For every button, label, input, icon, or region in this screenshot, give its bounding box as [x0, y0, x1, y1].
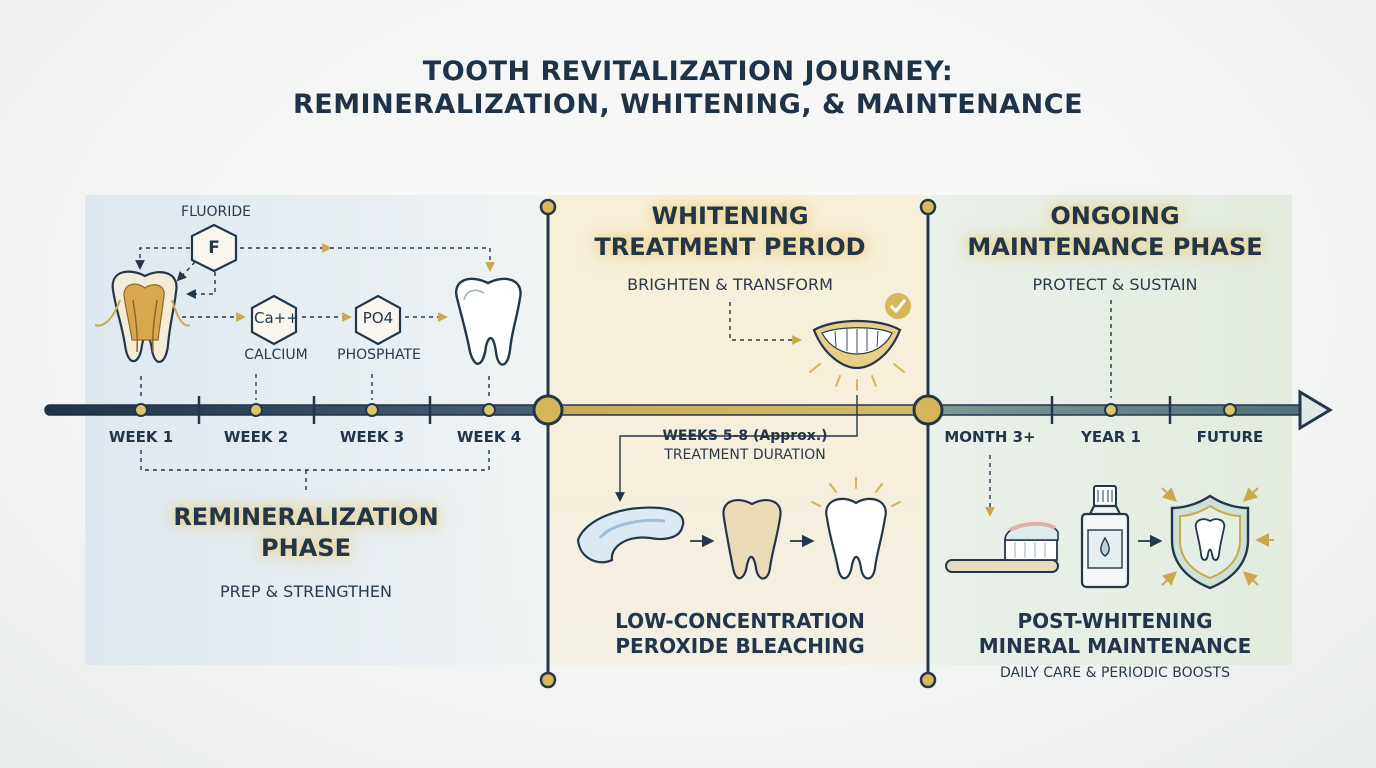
phosphate-hexagon — [354, 294, 402, 346]
divider-left — [539, 198, 557, 689]
remineralization-graphics — [94, 223, 522, 492]
mouthwash-bottle-icon — [1080, 485, 1130, 589]
phase-node-whitening — [532, 394, 564, 426]
whitening-title-line2: TREATMENT PERIOD — [594, 233, 866, 261]
maintenance-subtitle: PROTECT & SUSTAIN — [1032, 275, 1198, 294]
page-title-line1: TOOTH REVITALIZATION JOURNEY: — [422, 56, 954, 87]
whitening-bottom-line1: LOW-CONCENTRATION — [615, 609, 865, 633]
timeline-label-week3: WEEK 3 — [339, 428, 405, 446]
calcium-hexagon — [250, 294, 298, 346]
whitening-duration-sub: TREATMENT DURATION — [664, 447, 826, 463]
tick-dot-week2 — [249, 403, 263, 417]
damaged-tooth-icon — [94, 270, 191, 363]
tick-dot-week4 — [482, 403, 496, 417]
timeline-label-week4: WEEK 4 — [456, 428, 522, 446]
maintenance-bottom-sub: DAILY CARE & PERIODIC BOOSTS — [1000, 665, 1230, 681]
page-title-line2: REMINERALIZATION, WHITENING, & MAINTENAN… — [292, 89, 1084, 120]
calcium-label: CALCIUM — [244, 347, 308, 363]
aligner-tray-icon — [576, 506, 685, 564]
whitening-graphics — [576, 293, 911, 580]
timeline-label-week2: WEEK 2 — [223, 428, 289, 446]
check-icon — [889, 299, 907, 314]
timeline-label-future: FUTURE — [1196, 428, 1264, 446]
remineralization-title-line2: PHASE — [261, 534, 351, 562]
remineralization-subtitle: PREP & STRENGTHEN — [219, 582, 392, 601]
maintenance-title-line2: MAINTENANCE PHASE — [967, 233, 1263, 261]
smile-icon — [809, 293, 911, 391]
whitening-panel — [548, 195, 928, 665]
timeline-label-month3: MONTH 3+ — [944, 428, 1036, 446]
timeline-label-year1: YEAR 1 — [1081, 428, 1141, 446]
stained-tooth-icon — [722, 499, 782, 580]
remineralization-title-line1: REMINERALIZATION — [173, 503, 439, 531]
shield-icon — [1161, 487, 1274, 590]
phosphate-symbol: PO4 — [362, 309, 394, 327]
maintenance-title-line1: ONGOING — [1050, 202, 1180, 230]
maintenance-bottom-line2: MINERAL MAINTENANCE — [978, 634, 1252, 658]
phosphate-label: PHOSPHATE — [337, 347, 421, 363]
maintenance-bottom-line1: POST-WHITENING — [1017, 609, 1213, 633]
tick-dot-year1 — [1104, 403, 1118, 417]
tick-dot-future — [1223, 403, 1237, 417]
timeline — [44, 389, 1333, 431]
calcium-symbol: Ca++ — [254, 309, 299, 327]
whitening-subtitle: BRIGHTEN & TRANSFORM — [627, 275, 833, 294]
fluoride-symbol: F — [208, 238, 220, 258]
timeline-arrowhead — [1298, 389, 1333, 431]
divider-right — [919, 198, 937, 689]
whitening-duration-label: WEEKS 5-8 (Approx.) — [662, 428, 828, 444]
phase-node-maintenance — [912, 394, 944, 426]
tick-dot-week1 — [134, 403, 148, 417]
toothbrush-icon — [945, 521, 1059, 573]
white-tooth-icon — [811, 477, 901, 580]
fluoride-label: FLUORIDE — [181, 204, 251, 220]
healthy-tooth-icon — [454, 277, 522, 366]
whitening-title-line1: WHITENING — [651, 202, 809, 230]
whitening-bottom-line2: PEROXIDE BLEACHING — [615, 634, 865, 658]
timeline-label-week1: WEEK 1 — [108, 428, 174, 446]
maintenance-graphics — [945, 300, 1274, 590]
tick-dot-week3 — [365, 403, 379, 417]
